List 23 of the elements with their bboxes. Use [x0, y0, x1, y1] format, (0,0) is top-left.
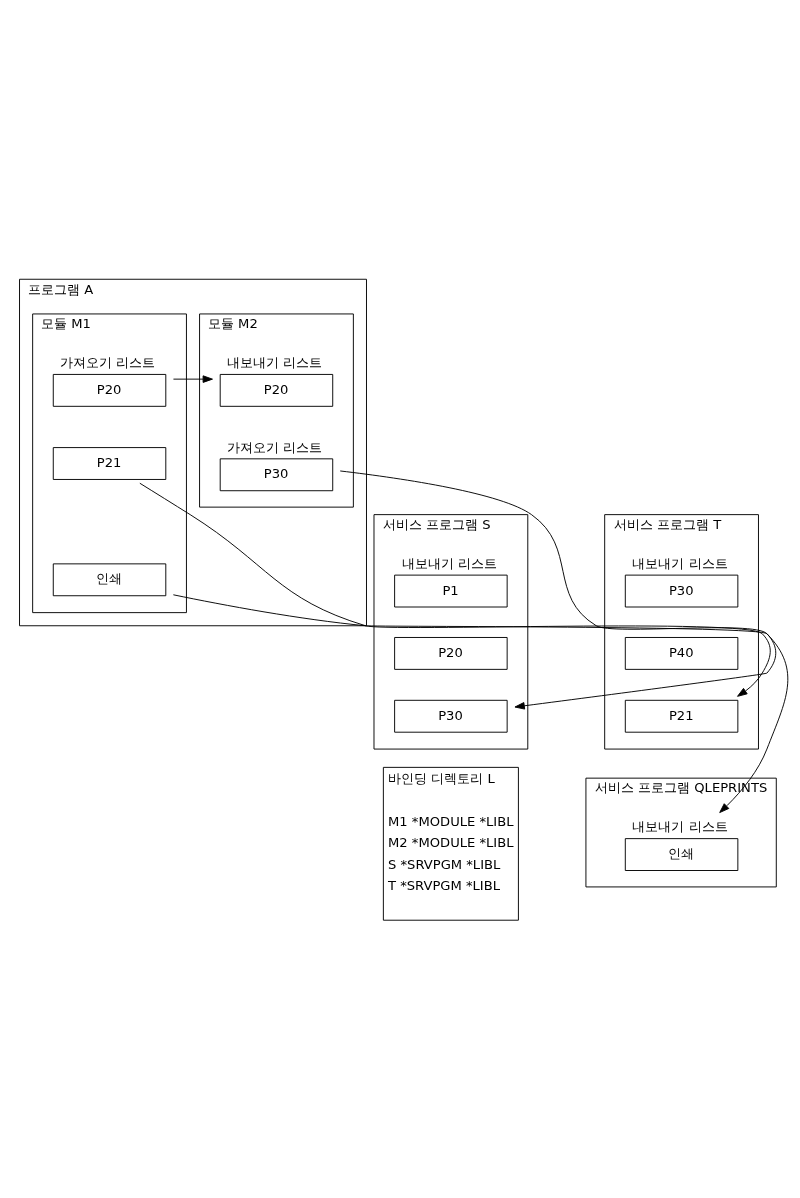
- arrow: [172, 593, 789, 813]
- arrow: [139, 482, 771, 697]
- node-box: P21: [624, 699, 739, 733]
- node-box: P30: [624, 574, 739, 607]
- node-label: 내보내기 리스트: [401, 555, 497, 571]
- node-box: P30: [219, 457, 334, 491]
- node-box: 바인딩 디렉토리 L M1 *MODULE *LIBL M2 *MODULE *LIBL S *SRVPGM *LIBL T *SRVPGM *LIBL: [382, 766, 519, 921]
- node-label: 가져오기 리스트: [227, 439, 323, 455]
- node-box: P40: [624, 636, 739, 670]
- node-box: P30: [394, 699, 508, 733]
- node-box: P21: [52, 446, 167, 480]
- node-label: 내보내기 리스트: [632, 555, 728, 571]
- arrow: [172, 374, 213, 383]
- arrow: [339, 470, 777, 710]
- node-box: P20: [52, 373, 167, 407]
- node-box: P1: [394, 574, 508, 607]
- node-label: 가져오기 리스트: [60, 354, 156, 370]
- node-label: 내보내기 리스트: [632, 818, 728, 834]
- node-box: 인쇄: [52, 562, 167, 596]
- node-box: P20: [394, 636, 508, 670]
- node-box: P20: [219, 373, 334, 407]
- node-box: 인쇄: [624, 837, 739, 871]
- node-label: 내보내기 리스트: [227, 354, 323, 370]
